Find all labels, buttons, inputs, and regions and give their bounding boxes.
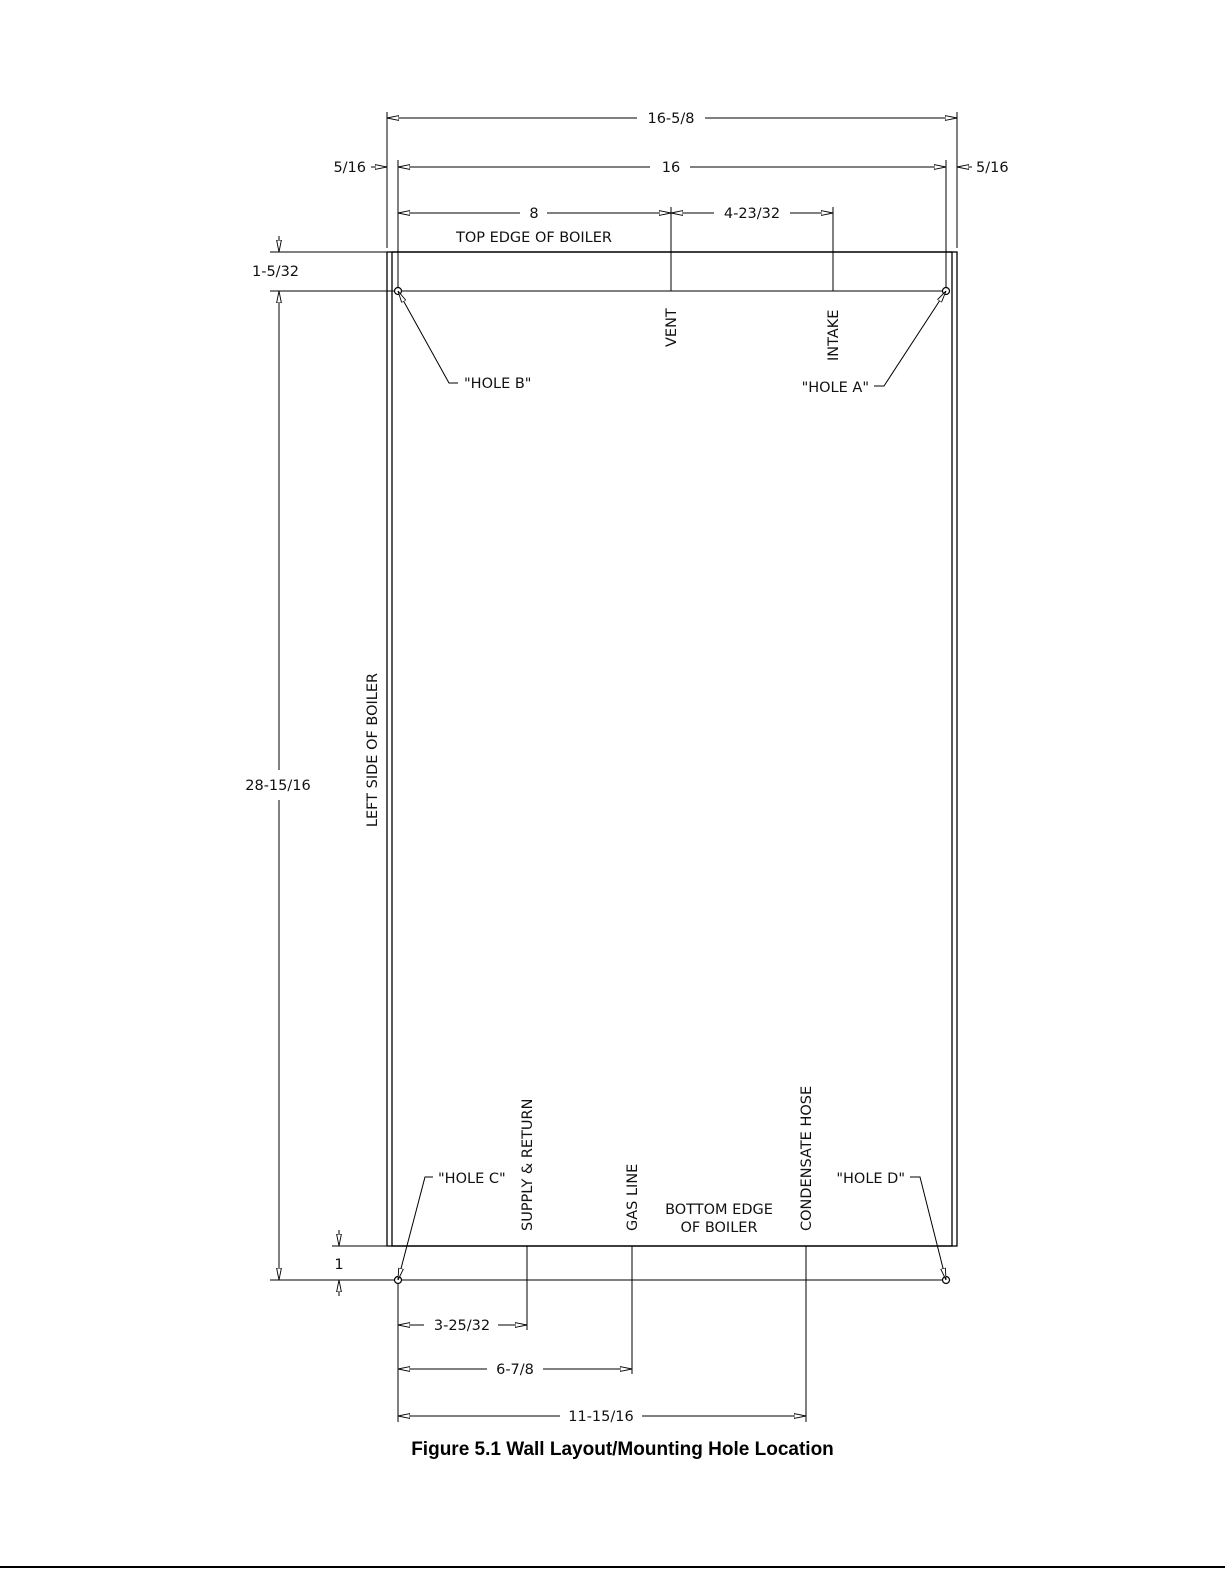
hole-leaders [398, 291, 946, 1280]
dim-vent-from-left: 8 [398, 206, 671, 222]
dim-hole-vertical-spacing-label: 28-15/16 [245, 778, 310, 794]
condensate-hose-label: CONDENSATE HOSE [799, 1086, 815, 1231]
dim-overall-width: 16-5/8 [387, 111, 957, 127]
page-rule [0, 1566, 1225, 1568]
dim-condensate-from-left-label: 11-15/16 [568, 1409, 633, 1425]
hole-d-label: "HOLE D" [836, 1171, 905, 1187]
dim-supply-from-left: 3-25/32 [398, 1318, 527, 1334]
dim-hole-spacing: 16 [398, 160, 946, 176]
top-edge-label: TOP EDGE OF BOILER [455, 230, 612, 246]
dim-intake-from-vent-label: 4-23/32 [724, 206, 780, 222]
figure-caption: Figure 5.1 Wall Layout/Mounting Hole Loc… [0, 1439, 1225, 1461]
vent-label: VENT [664, 308, 680, 347]
dim-supply-from-left-label: 3-25/32 [434, 1318, 490, 1334]
dim-right-offset-label: 5/16 [976, 160, 1009, 176]
dim-hole-vertical-spacing: 28-15/16 [245, 291, 310, 1280]
intake-label: INTAKE [826, 310, 842, 361]
hole-a-label: "HOLE A" [802, 380, 869, 396]
dim-top-to-holes: 1-5/32 [252, 236, 299, 280]
dim-overall-width-label: 16-5/8 [647, 111, 694, 127]
dim-bottom-to-holes: 1 [334, 1230, 343, 1296]
bottom-edge-label-line2: OF BOILER [680, 1220, 757, 1236]
dim-vent-from-left-label: 8 [529, 206, 538, 222]
boiler-outline [387, 252, 957, 1246]
supply-return-label: SUPPLY & RETURN [520, 1099, 536, 1231]
hole-b-label: "HOLE B" [464, 376, 531, 392]
left-side-label: LEFT SIDE OF BOILER [365, 673, 381, 827]
dim-right-offset: 5/16 [957, 160, 1009, 176]
dim-bottom-to-holes-label: 1 [334, 1257, 343, 1273]
bottom-edge-label-line1: BOTTOM EDGE [665, 1202, 773, 1218]
dim-intake-from-vent: 4-23/32 [671, 206, 833, 222]
gas-line-label: GAS LINE [625, 1164, 641, 1231]
dim-left-offset: 5/16 [333, 160, 387, 176]
dim-hole-spacing-label: 16 [662, 160, 680, 176]
hole-c-label: "HOLE C" [438, 1171, 506, 1187]
dim-gas-from-left: 6-7/8 [398, 1362, 632, 1378]
dim-top-to-holes-label: 1-5/32 [252, 264, 299, 280]
dim-condensate-from-left: 11-15/16 [398, 1409, 806, 1425]
dim-gas-from-left-label: 6-7/8 [496, 1362, 534, 1378]
dim-left-offset-label: 5/16 [333, 160, 366, 176]
